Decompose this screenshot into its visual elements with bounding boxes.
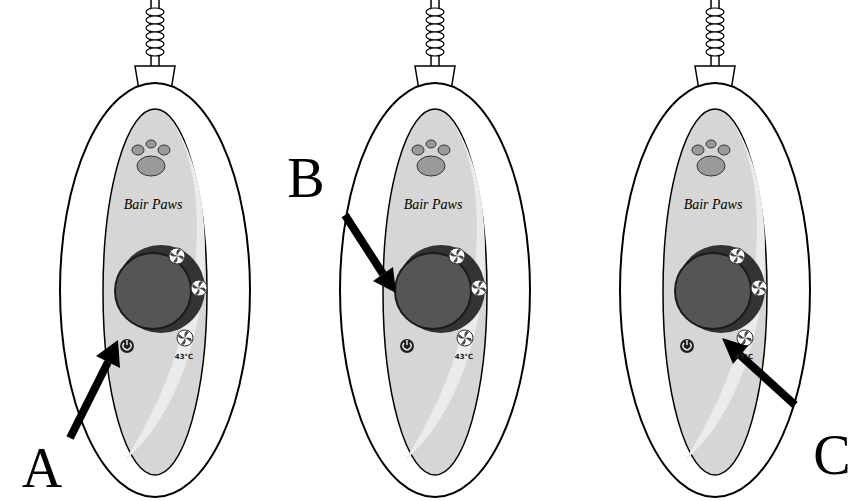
brand-text: Bair Paws <box>684 198 743 212</box>
brand-text: Bair Paws <box>404 198 463 212</box>
temperature-label: 43°C <box>175 354 193 361</box>
temperature-label: 43°C <box>735 354 753 361</box>
temperature-label: 43°C <box>455 354 473 361</box>
pointer-arrows <box>70 215 795 438</box>
callout-letter: C <box>813 427 850 483</box>
brand-text: Bair Paws <box>124 198 183 212</box>
callout-letter: A <box>22 440 62 496</box>
callout-letter: B <box>287 150 324 206</box>
